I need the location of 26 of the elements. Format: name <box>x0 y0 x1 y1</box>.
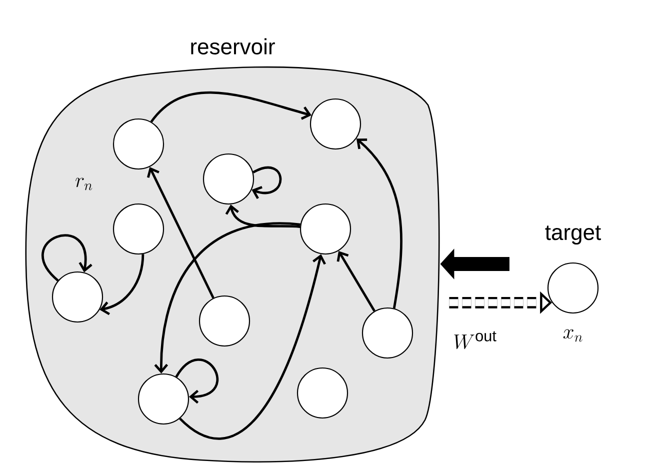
neuron-circle <box>52 271 104 323</box>
state-label: $r_n$ <box>76 178 92 190</box>
neuron-circle <box>300 203 352 255</box>
arrow <box>179 254 326 440</box>
loop-arrow <box>175 358 218 404</box>
neuron-circle <box>198 295 250 347</box>
arrow <box>154 222 300 374</box>
edge-label: $W^{\mathrm{out}}$ <box>454 331 496 350</box>
neuron-circle <box>202 153 254 205</box>
arrow <box>356 138 402 309</box>
arrow <box>336 250 376 312</box>
node-label: reservoir <box>191 38 275 54</box>
neuron-circle <box>138 373 190 425</box>
arrow <box>150 91 312 123</box>
neuron-circle <box>310 98 362 150</box>
arrow <box>146 166 214 299</box>
neuron-circle <box>112 203 164 255</box>
node-label: $x_n$ <box>563 329 582 342</box>
node-label: target <box>545 226 601 244</box>
neuron-circle <box>296 367 348 419</box>
arrow <box>225 204 300 228</box>
arrow <box>100 254 144 316</box>
neuron-circle <box>362 307 414 359</box>
neuron-circle <box>112 118 164 170</box>
loop-arrow <box>42 234 92 282</box>
loop-arrow <box>252 166 282 200</box>
